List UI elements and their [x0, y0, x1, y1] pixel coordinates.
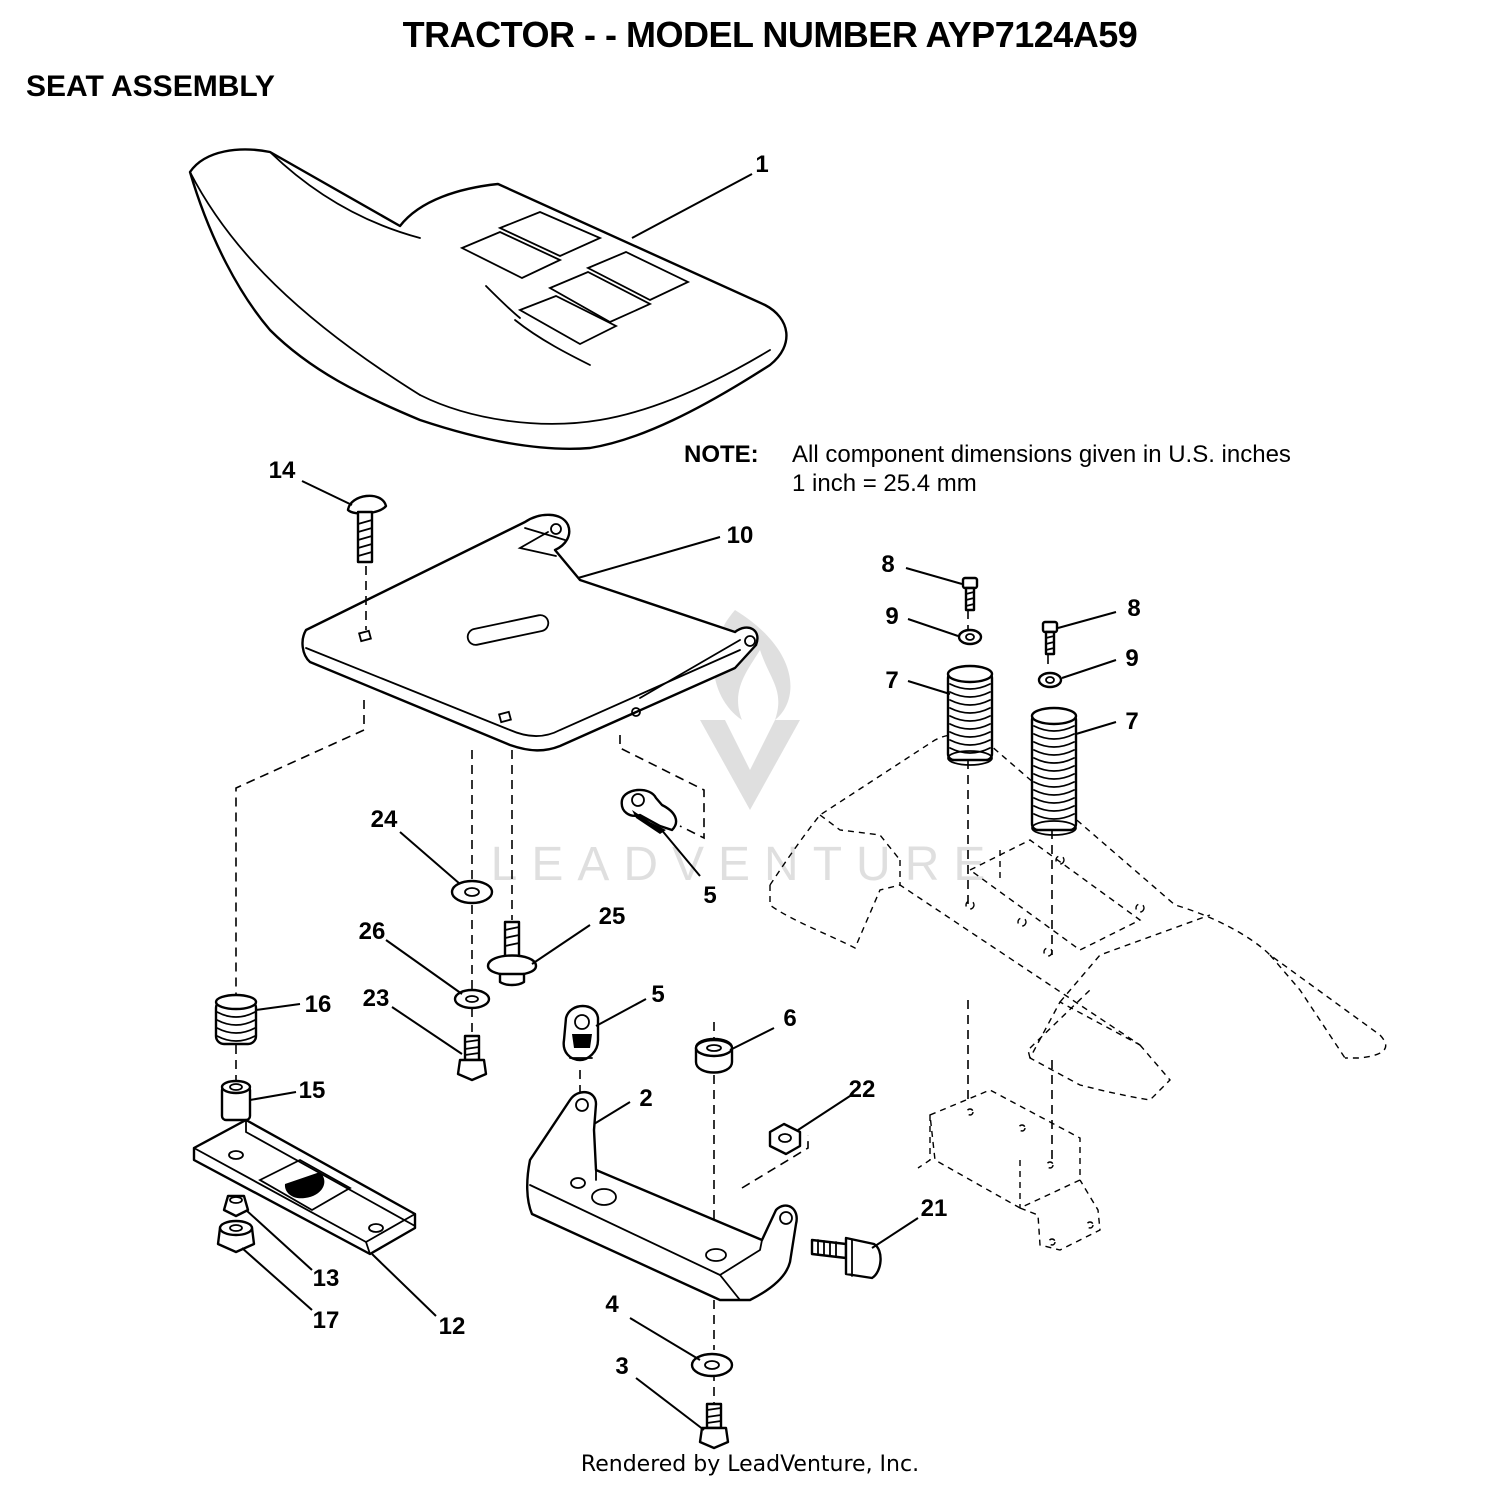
callout-shoulder-bolt: 25	[599, 903, 626, 930]
callout-pivot-bolt: 21	[921, 1195, 948, 1222]
callout-leaders	[241, 173, 1117, 1431]
note-label: NOTE:	[684, 441, 759, 468]
callout-slide-plate: 12	[439, 1313, 466, 1340]
footer-credit: Rendered by LeadVenture, Inc.	[580, 1452, 920, 1477]
callout-cable-clip-upper: 5	[703, 882, 716, 909]
callout-flange-nut: 17	[313, 1307, 340, 1334]
callout-hex-nut-medium: 22	[849, 1076, 876, 1103]
callout-spacer-bushing: 15	[299, 1077, 326, 1104]
flat-washer-lower-part	[690, 1352, 734, 1378]
callout-flat-washer-upper: 24	[371, 806, 398, 833]
callout-compression-spring: 16	[305, 991, 332, 1018]
callout-spring-bolt-right: 8	[1127, 595, 1140, 622]
seat-pan-part	[301, 513, 759, 752]
spring-washer-left-part	[957, 628, 983, 646]
flat-washer-upper-part	[450, 879, 494, 905]
callout-seat-spring-left: 7	[885, 667, 898, 694]
spring-washer-right-part	[1037, 671, 1063, 689]
hex-bolt-small-part	[456, 1034, 488, 1082]
leadventure-watermark-logo: LEADVENTURE	[491, 610, 1000, 891]
flange-nut-part	[216, 1219, 256, 1254]
hex-nut-small-part	[222, 1194, 250, 1218]
shoulder-bolt-part	[486, 920, 538, 987]
callout-pivot-bracket: 2	[639, 1085, 652, 1112]
spring-bolt-right-part	[1041, 620, 1059, 656]
callout-seat-pan: 10	[727, 522, 754, 549]
hex-nut-medium-part	[768, 1122, 802, 1156]
callout-spring-bolt-left: 8	[881, 551, 894, 578]
callout-hex-nut-small: 13	[313, 1265, 340, 1292]
carriage-bolt-part	[346, 494, 388, 564]
callout-carriage-bolt: 14	[269, 457, 296, 484]
callout-hex-bolt-lower: 3	[615, 1353, 628, 1380]
section-title: SEAT ASSEMBLY	[26, 70, 275, 103]
compression-spring-part	[214, 993, 258, 1046]
tractor-frame-reference	[769, 733, 1387, 1251]
callout-lock-washer: 26	[359, 918, 386, 945]
seat-part	[188, 148, 788, 450]
seat-spring-right-part	[1030, 706, 1078, 836]
callout-numbers: 1 14 10 8 9 8 9 7 7 24 5 25 26 23 16 5 6…	[269, 151, 1141, 1380]
callout-spring-washer-right: 9	[1125, 645, 1138, 672]
cable-clip-upper-part	[620, 788, 678, 834]
pivot-bolt-part	[810, 1236, 882, 1280]
spring-bolt-left-part	[961, 576, 979, 612]
hex-bolt-lower-part	[698, 1402, 730, 1450]
note-dimensions-text: All component dimensions given in U.S. i…	[792, 441, 1291, 468]
callout-cable-clip-lower: 5	[651, 981, 664, 1008]
slide-plate-part	[192, 1118, 417, 1256]
cable-clip-lower-part	[562, 1004, 600, 1062]
callout-seat: 1	[755, 151, 768, 178]
page-title: TRACTOR - - MODEL NUMBER AYP7124A59	[402, 14, 1138, 55]
seat-spring-left-part	[946, 664, 994, 766]
callout-spring-washer-left: 9	[885, 603, 898, 630]
spacer-bushing-part	[220, 1079, 252, 1122]
callout-lock-nut: 6	[783, 1005, 796, 1032]
watermark-text: LEADVENTURE	[491, 838, 1000, 891]
lock-nut-part	[694, 1037, 734, 1074]
pivot-bracket-part	[526, 1091, 798, 1302]
lock-washer-part	[453, 988, 491, 1010]
note-conversion-text: 1 inch = 25.4 mm	[792, 470, 977, 497]
callout-seat-spring-right: 7	[1125, 708, 1138, 735]
callout-flat-washer-lower: 4	[605, 1291, 619, 1318]
callout-hex-bolt-small: 23	[363, 985, 390, 1012]
